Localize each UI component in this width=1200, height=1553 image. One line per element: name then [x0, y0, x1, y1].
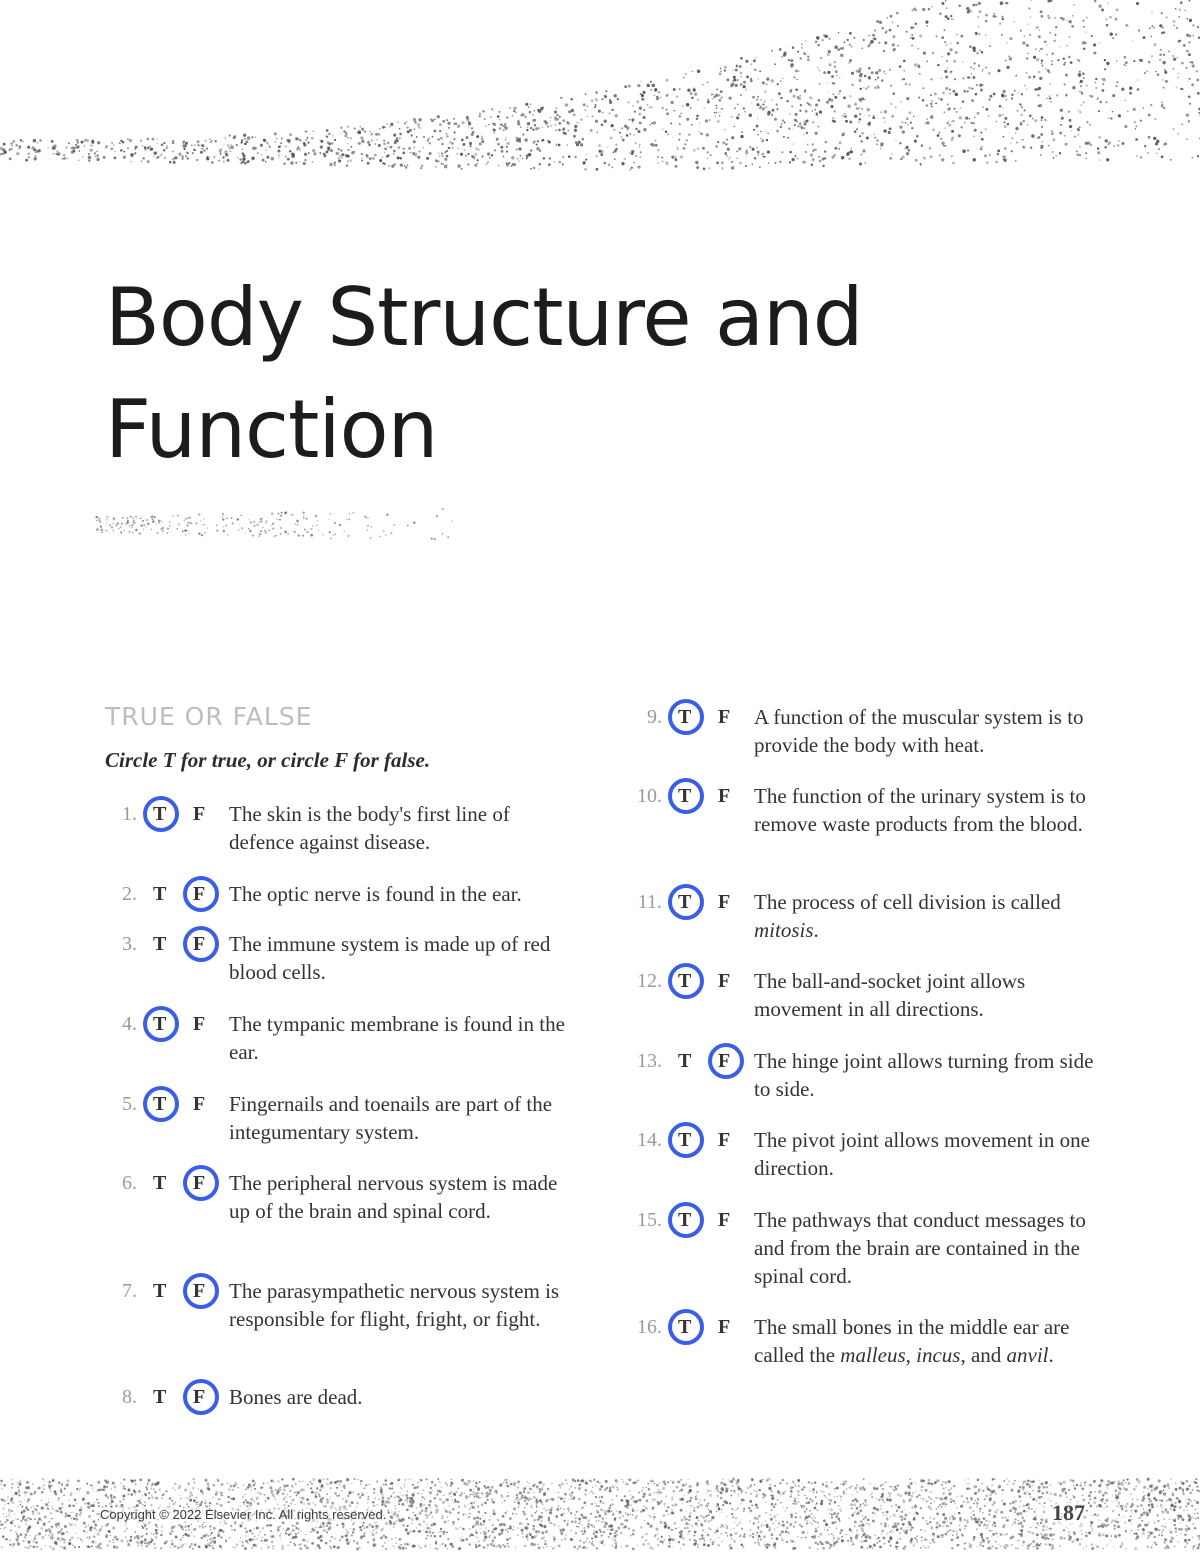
answer-circle-mark[interactable]: [143, 1086, 179, 1122]
question-text: The optic nerve is found in the ear.: [229, 882, 522, 906]
question-text: The ball-and-socket joint allows movemen…: [754, 969, 1026, 1021]
question-number: 9.: [647, 706, 662, 728]
false-option[interactable]: F: [193, 1013, 206, 1035]
question-text: The parasympathetic nervous system is re…: [229, 1279, 560, 1331]
answer-circle-mark[interactable]: [668, 778, 704, 814]
false-option[interactable]: F: [193, 1093, 206, 1115]
text-segment: ,: [905, 1343, 917, 1367]
false-option[interactable]: F: [718, 706, 731, 728]
question-number: 1.: [122, 803, 137, 825]
copyright-notice: Copyright © 2022 Elsevier Inc. All right…: [100, 1507, 387, 1522]
question-number: 16.: [637, 1316, 662, 1338]
question-text: Fingernails and toenails are part of the…: [229, 1092, 553, 1144]
speckled-subtitle-decoration: [95, 508, 453, 541]
chapter-title: Body Structure and Function: [105, 271, 863, 476]
answer-circle-mark[interactable]: [708, 1043, 744, 1079]
question-number: 4.: [122, 1013, 137, 1035]
question-number: 12.: [637, 970, 662, 992]
answer-circle-mark[interactable]: [668, 1309, 704, 1345]
true-option[interactable]: T: [153, 1280, 167, 1302]
question-text: The function of the urinary system is to…: [754, 784, 1086, 836]
question-number: 13.: [637, 1050, 662, 1072]
question-text: Bones are dead.: [229, 1385, 363, 1409]
question-number: 2.: [122, 883, 137, 905]
question-number: 8.: [122, 1386, 137, 1408]
instructions: Circle T for true, or circle F for false…: [105, 748, 431, 772]
question-number: 10.: [637, 785, 662, 807]
question-number: 3.: [122, 933, 137, 955]
italic-term: malleus: [840, 1343, 906, 1367]
question-text: The tympanic membrane is found in the ea…: [229, 1012, 565, 1064]
answer-circle-mark[interactable]: [183, 876, 219, 912]
true-option[interactable]: T: [153, 883, 167, 905]
italic-term: mitosis: [754, 918, 814, 942]
question-number: 14.: [637, 1129, 662, 1151]
text-segment: The process of cell division is called: [754, 890, 1061, 914]
question-number: 6.: [122, 1172, 137, 1194]
question-number: 11.: [637, 891, 662, 913]
answer-circle-mark[interactable]: [668, 1202, 704, 1238]
false-option[interactable]: F: [718, 1316, 731, 1338]
question-text: A function of the muscular system is to …: [754, 705, 1084, 757]
false-option[interactable]: F: [718, 1209, 731, 1231]
text-segment: The small bones in the middle ear are ca…: [754, 1315, 1070, 1367]
text-segment: , and: [960, 1343, 1007, 1367]
question-text: The pivot joint allows movement in one d…: [754, 1128, 1090, 1180]
question-text: The immune system is made up of red bloo…: [229, 932, 551, 984]
question-text: The pathways that conduct messages to an…: [754, 1208, 1086, 1288]
text-segment: .: [1048, 1343, 1054, 1367]
italic-term: incus: [916, 1343, 961, 1367]
question-text: The hinge joint allows turning from side…: [754, 1049, 1094, 1101]
answer-circle-mark[interactable]: [183, 1165, 219, 1201]
speckled-wave-decoration: [0, 0, 1200, 171]
question-text: The skin is the body's first line of def…: [229, 802, 510, 854]
question-number: 5.: [122, 1093, 137, 1115]
question-number: 15.: [637, 1209, 662, 1231]
true-option[interactable]: T: [678, 1050, 692, 1072]
question-text: The peripheral nervous system is made up…: [229, 1171, 558, 1223]
question-text: The small bones in the middle ear are ca…: [754, 1313, 1094, 1369]
answer-circle-mark[interactable]: [143, 796, 179, 832]
false-option[interactable]: F: [718, 970, 731, 992]
text-segment: .: [813, 918, 819, 942]
false-option[interactable]: F: [718, 891, 731, 913]
true-option[interactable]: T: [153, 1386, 167, 1408]
false-option[interactable]: F: [718, 1129, 731, 1151]
answer-circle-mark[interactable]: [183, 1379, 219, 1415]
page-number: 187: [1052, 1500, 1085, 1526]
answer-circle-mark[interactable]: [668, 963, 704, 999]
answer-circle-mark[interactable]: [143, 1006, 179, 1042]
false-option[interactable]: F: [718, 785, 731, 807]
question-text: The process of cell division is called m…: [754, 888, 1094, 944]
answer-circle-mark[interactable]: [668, 1122, 704, 1158]
answer-circle-mark[interactable]: [183, 926, 219, 962]
question-number: 7.: [122, 1280, 137, 1302]
section-title: TRUE OR FALSE: [105, 702, 313, 731]
true-option[interactable]: T: [153, 1172, 167, 1194]
false-option[interactable]: F: [193, 803, 206, 825]
true-option[interactable]: T: [153, 933, 167, 955]
answer-circle-mark[interactable]: [668, 884, 704, 920]
italic-term: anvil: [1006, 1343, 1049, 1367]
answer-circle-mark[interactable]: [668, 699, 704, 735]
answer-circle-mark[interactable]: [183, 1273, 219, 1309]
